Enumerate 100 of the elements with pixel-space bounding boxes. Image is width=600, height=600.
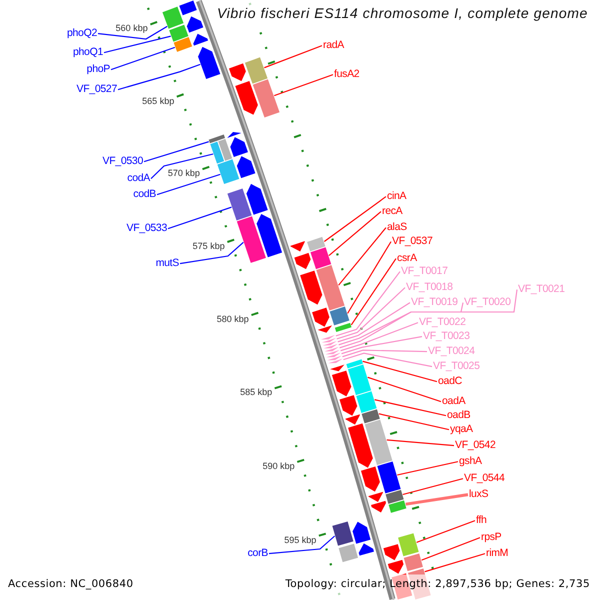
gene-block — [404, 554, 423, 572]
leader-line — [386, 439, 454, 446]
leader-line — [378, 413, 450, 430]
gene-label: VF_T0025 — [433, 360, 480, 372]
leader-line — [268, 536, 336, 554]
gene-block — [227, 188, 252, 220]
gene-label: VF_0530 — [102, 155, 143, 167]
gene-feature — [236, 156, 256, 178]
leader-line — [98, 26, 168, 40]
gene-feature — [318, 325, 332, 333]
leader-line — [397, 461, 458, 476]
tick-label: 590 kbp — [262, 460, 295, 471]
leader-line — [402, 478, 464, 496]
gene-label: codA — [127, 172, 150, 184]
gene-label: VF_0533 — [126, 222, 167, 234]
leader-line — [104, 36, 171, 54]
leader-line — [343, 352, 432, 368]
gene-feature — [294, 252, 311, 270]
gene-label: gshA — [459, 455, 482, 467]
gene-feature — [325, 350, 340, 354]
gene-feature — [326, 352, 341, 358]
gene-block — [210, 142, 224, 164]
accession-text: Accession: NC_006840 — [8, 578, 134, 590]
gene-feature — [246, 184, 268, 215]
gene-label: VF_0537 — [392, 235, 433, 247]
gene-label: mutS — [156, 257, 179, 269]
gene-block — [174, 37, 192, 52]
gene-label: ffh — [476, 514, 487, 526]
genome-stats-text: Topology: circular; Length: 2,897,536 bp; Genes: 2,735 — [285, 578, 590, 590]
gene-label: recA — [382, 205, 402, 217]
leader-line — [405, 493, 468, 506]
gene-feature — [179, 0, 197, 16]
gene-feature — [383, 544, 400, 560]
gene-feature — [371, 500, 386, 512]
leader-line — [339, 290, 518, 348]
leader-line — [362, 360, 438, 382]
gene-label: phoQ1 — [72, 46, 103, 58]
gene-label: csrA — [397, 252, 417, 264]
leader-line — [168, 206, 232, 230]
gene-label: VF_T0024 — [428, 345, 475, 357]
gene-label: yqaA — [450, 423, 473, 435]
gene-feature — [227, 132, 242, 138]
tick-label: 565 kbp — [142, 96, 174, 106]
gene-block — [362, 409, 380, 424]
leader-line — [336, 287, 406, 340]
leader-line — [274, 74, 334, 96]
gene-block — [346, 359, 363, 368]
gene-feature — [256, 214, 282, 258]
leader-line — [264, 45, 322, 68]
gene-feature — [198, 46, 220, 80]
gene-block — [217, 159, 240, 184]
gene-feature — [324, 346, 339, 352]
gene-block — [398, 533, 419, 556]
gene-block — [162, 6, 184, 29]
leader-line — [118, 64, 200, 90]
gene-block — [244, 57, 268, 84]
gene-label: VF_0544 — [464, 472, 505, 484]
leader-line — [324, 196, 386, 242]
gene-feature — [290, 241, 305, 252]
gene-block — [332, 521, 354, 546]
gene-block — [330, 306, 350, 326]
gene-label: rimM — [486, 547, 508, 559]
gene-label: corB — [248, 547, 268, 559]
leader-line — [341, 336, 422, 354]
gene-feature — [228, 63, 246, 82]
gene-block — [388, 500, 406, 513]
gene-label: cinA — [387, 190, 406, 202]
gene-feature — [388, 560, 404, 574]
gene-feature — [327, 356, 342, 360]
gene-block — [307, 236, 326, 252]
leader-line — [342, 350, 428, 358]
leader-line — [424, 553, 486, 572]
gene-feature — [328, 358, 343, 364]
leader-line — [368, 376, 442, 402]
leader-line — [110, 46, 176, 70]
gene-block — [334, 322, 352, 332]
tick-label: 570 kbp — [168, 168, 200, 178]
gene-block — [236, 216, 266, 263]
tick-label: 595 kbp — [284, 534, 316, 545]
gene-label: VF_T0022 — [419, 316, 466, 328]
gene-label: oadC — [438, 375, 462, 387]
gene-block — [316, 265, 345, 311]
gene-block — [377, 461, 401, 494]
gene-feature — [235, 80, 258, 115]
gene-label: VF_T0017 — [401, 265, 448, 277]
leader-line — [421, 537, 480, 561]
gene-label: VF_0542 — [455, 439, 496, 451]
leader-line — [180, 242, 244, 264]
map-title: Vibrio fischeri ES114 chromosome I, complete genome — [217, 5, 588, 21]
leader-line — [150, 153, 214, 179]
gene-block — [310, 247, 332, 270]
gene-block — [208, 134, 226, 144]
gene-feature — [193, 34, 208, 46]
gene-feature — [324, 344, 338, 348]
tick-label: 585 kbp — [240, 387, 272, 398]
leader-line — [416, 520, 476, 543]
leader-line — [340, 322, 418, 352]
gene-label: oadB — [447, 409, 470, 421]
gene-label: luxS — [469, 488, 488, 500]
leader-line — [338, 302, 464, 346]
